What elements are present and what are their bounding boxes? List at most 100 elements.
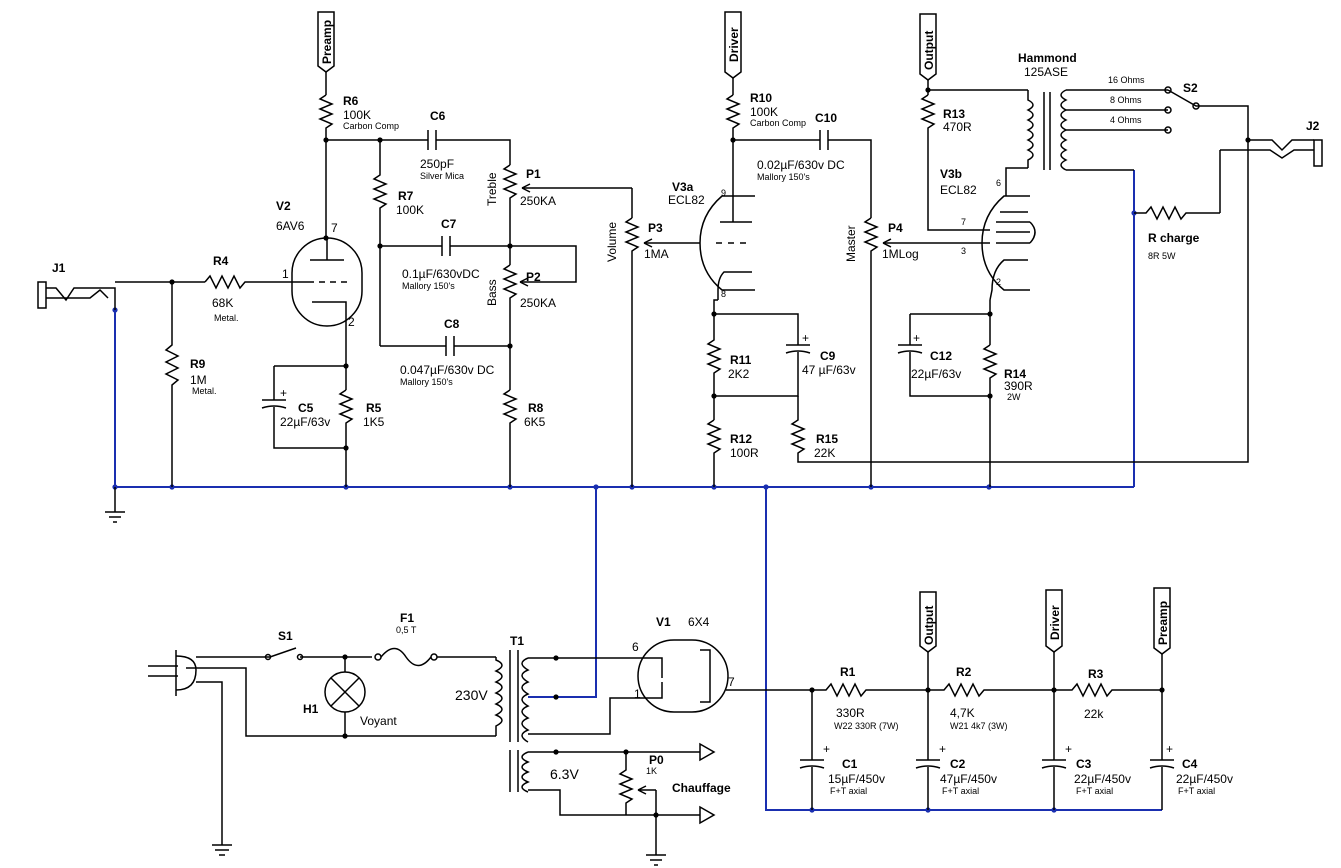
svg-text:1: 1 bbox=[634, 687, 641, 701]
svg-text:V2: V2 bbox=[276, 199, 291, 213]
svg-text:V3b: V3b bbox=[940, 167, 962, 181]
svg-text:C2: C2 bbox=[950, 757, 966, 771]
tube-v3b: V3b ECL82 6 7 3 2 bbox=[940, 167, 1036, 301]
svg-text:R4: R4 bbox=[213, 254, 229, 268]
svg-text:F1: F1 bbox=[400, 611, 414, 625]
svg-text:0.02µF/630v DC: 0.02µF/630v DC bbox=[757, 158, 845, 172]
svg-text:Hammond: Hammond bbox=[1018, 51, 1077, 65]
power-transformer-t1: T1 230V 6.3V bbox=[455, 634, 700, 816]
svg-text:230V: 230V bbox=[455, 687, 488, 703]
resistor-r1: R1 330R W22 330R (7W) bbox=[812, 665, 928, 731]
mains-plug bbox=[148, 650, 197, 696]
flag-driver-psu: Driver bbox=[1045, 589, 1063, 653]
svg-text:R8: R8 bbox=[528, 401, 544, 415]
svg-text:+: + bbox=[939, 742, 946, 756]
svg-text:P0: P0 bbox=[649, 753, 664, 767]
svg-text:Metal.: Metal. bbox=[192, 386, 217, 396]
svg-text:6: 6 bbox=[632, 640, 639, 654]
svg-text:1K: 1K bbox=[646, 766, 657, 776]
svg-text:P4: P4 bbox=[888, 221, 903, 235]
svg-text:C8: C8 bbox=[444, 317, 460, 331]
svg-text:6AV6: 6AV6 bbox=[276, 219, 305, 233]
svg-text:R1: R1 bbox=[840, 665, 856, 679]
svg-text:16 Ohms: 16 Ohms bbox=[1108, 75, 1145, 85]
capacitor-c5: + C5 22µF/63v bbox=[261, 386, 346, 449]
svg-text:0.047µF/630v DC: 0.047µF/630v DC bbox=[400, 363, 495, 377]
svg-text:1: 1 bbox=[282, 267, 289, 281]
capacitor-c12: + C12 22µF/63v bbox=[897, 331, 990, 397]
resistor-r8: R8 6K5 bbox=[502, 389, 546, 487]
svg-text:3: 3 bbox=[961, 246, 966, 256]
svg-text:C7: C7 bbox=[441, 217, 457, 231]
svg-text:6.3V: 6.3V bbox=[550, 766, 579, 782]
svg-text:125ASE: 125ASE bbox=[1024, 65, 1068, 79]
svg-text:1K5: 1K5 bbox=[363, 415, 385, 429]
svg-text:22µF/63v: 22µF/63v bbox=[280, 415, 330, 429]
resistor-r10: R10 100K Carbon Comp bbox=[725, 91, 806, 196]
output-transformer: Hammond 125ASE 16 Ohms 8 Ohms 4 Ohms bbox=[1018, 51, 1172, 171]
svg-text:Carbon Comp: Carbon Comp bbox=[343, 121, 399, 131]
svg-text:R2: R2 bbox=[956, 665, 972, 679]
svg-text:2: 2 bbox=[996, 277, 1001, 287]
svg-text:100K: 100K bbox=[396, 203, 424, 217]
pot-master-p4: P4 1MLog Master bbox=[844, 217, 990, 487]
svg-text:C10: C10 bbox=[815, 111, 837, 125]
flag-label: Output bbox=[922, 31, 936, 70]
svg-text:Treble: Treble bbox=[485, 172, 499, 206]
svg-text:9: 9 bbox=[721, 188, 726, 198]
svg-text:R15: R15 bbox=[816, 432, 838, 446]
svg-text:R9: R9 bbox=[190, 357, 206, 371]
flag-label: Driver bbox=[727, 27, 741, 62]
resistor-r15: R15 22K bbox=[790, 140, 1249, 463]
svg-text:C4: C4 bbox=[1182, 757, 1198, 771]
svg-text:+: + bbox=[280, 386, 287, 400]
svg-text:22k: 22k bbox=[1084, 707, 1104, 721]
capacitor-c6: C6 250pF Silver Mica bbox=[420, 109, 511, 181]
ground-symbol bbox=[105, 487, 125, 523]
flag-output-top: Output bbox=[919, 13, 937, 81]
svg-text:C1: C1 bbox=[842, 757, 858, 771]
svg-text:P1: P1 bbox=[526, 167, 541, 181]
svg-text:C5: C5 bbox=[298, 401, 314, 415]
svg-text:R3: R3 bbox=[1088, 667, 1104, 681]
svg-text:W21 4k7 (3W): W21 4k7 (3W) bbox=[950, 721, 1008, 731]
svg-text:390R: 390R bbox=[1004, 379, 1033, 393]
svg-text:100R: 100R bbox=[730, 446, 759, 460]
lamp-h1: H1 Voyant bbox=[303, 657, 397, 736]
svg-text:6X4: 6X4 bbox=[688, 615, 710, 629]
svg-text:Mallory 150's: Mallory 150's bbox=[400, 377, 453, 387]
svg-text:Metal.: Metal. bbox=[214, 313, 239, 323]
svg-text:W22 330R (7W): W22 330R (7W) bbox=[834, 721, 899, 731]
flag-preamp-psu: Preamp bbox=[1153, 587, 1171, 655]
svg-text:0,5 T: 0,5 T bbox=[396, 625, 417, 635]
resistor-r7: R7 100K bbox=[372, 140, 424, 346]
resistor-r2: R2 4,7K W21 4k7 (3W) bbox=[928, 665, 1054, 731]
svg-text:R10: R10 bbox=[750, 91, 772, 105]
svg-text:Volume: Volume bbox=[605, 222, 619, 262]
pot-p1: P1 250KA Treble bbox=[485, 164, 633, 218]
capacitor-c2: + C2 47µF/450v F+T axial bbox=[915, 690, 997, 810]
svg-text:+: + bbox=[802, 331, 809, 345]
svg-text:6: 6 bbox=[996, 178, 1001, 188]
svg-text:22K: 22K bbox=[814, 446, 835, 460]
svg-text:22µF/63v: 22µF/63v bbox=[911, 367, 961, 381]
svg-text:Mallory 150's: Mallory 150's bbox=[757, 172, 810, 182]
svg-text:R12: R12 bbox=[730, 432, 752, 446]
svg-text:R13: R13 bbox=[943, 107, 965, 121]
resistor-r13: R13 470R bbox=[920, 94, 990, 231]
capacitor-c1: + C1 15µF/450v F+T axial bbox=[799, 690, 885, 810]
svg-text:4,7K: 4,7K bbox=[950, 706, 975, 720]
svg-text:22µF/450v: 22µF/450v bbox=[1176, 772, 1233, 786]
pot-volume-p3: P3 1MA Volume bbox=[605, 217, 700, 487]
svg-text:R7: R7 bbox=[398, 189, 414, 203]
svg-text:15µF/450v: 15µF/450v bbox=[828, 772, 885, 786]
capacitor-c7: C7 0.1µF/630vDC Mallory 150's bbox=[402, 217, 577, 291]
svg-text:8 Ohms: 8 Ohms bbox=[1110, 95, 1142, 105]
resistor-r3: R3 22k bbox=[1054, 667, 1162, 721]
svg-text:P2: P2 bbox=[526, 270, 541, 284]
svg-text:Chauffage: Chauffage bbox=[672, 781, 731, 795]
svg-text:+: + bbox=[1065, 742, 1072, 756]
svg-text:7: 7 bbox=[331, 221, 338, 235]
svg-text:47 µF/63v: 47 µF/63v bbox=[802, 363, 856, 377]
svg-text:F+T axial: F+T axial bbox=[1076, 786, 1113, 796]
